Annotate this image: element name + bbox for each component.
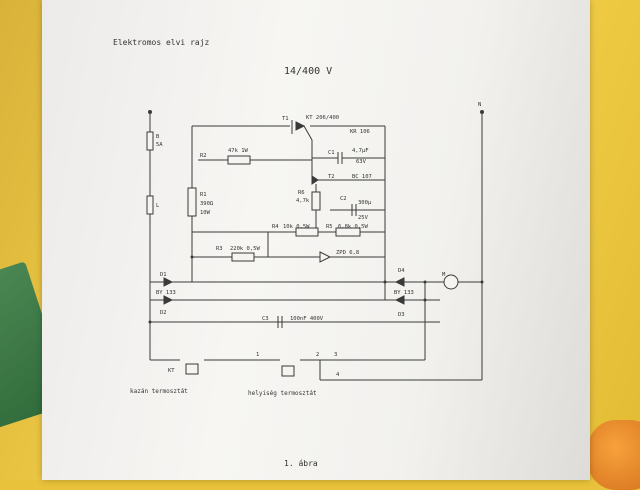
label-term4: 4 <box>336 372 340 378</box>
label-t2-part: BC 107 <box>352 174 372 180</box>
label-r2-val: 47k 1W <box>228 148 249 154</box>
label-r1-val: 390Ω <box>200 201 214 207</box>
label-m: M <box>442 272 446 278</box>
transistor-t2 <box>311 175 319 185</box>
label-d1-part: BY 133 <box>156 290 176 296</box>
label-r2: R2 <box>200 153 207 159</box>
t1-emitter <box>303 125 313 141</box>
junction-dot <box>383 280 387 284</box>
room-thermostat <box>281 365 295 377</box>
label-r3: R3 <box>216 246 223 252</box>
fuse-b <box>146 131 154 151</box>
junction-dot <box>423 280 427 284</box>
figure-caption: 1. ábra <box>284 459 318 468</box>
label-n: N <box>478 102 481 108</box>
junction-dot <box>190 255 194 259</box>
label-d1: D1 <box>160 272 167 278</box>
label-kp-part: KR 106 <box>350 129 370 135</box>
label-b-amp: 5A <box>156 142 163 148</box>
diode-d1 <box>163 277 174 287</box>
label-c3: C3 <box>262 316 269 322</box>
label-t2: T2 <box>328 174 335 180</box>
label-d4-part: BY 133 <box>394 290 414 296</box>
label-r6-val: 4,7k <box>296 198 310 204</box>
junction-dot <box>480 280 484 284</box>
label-r4-val: 10k 0,5W <box>283 224 310 230</box>
diode-d2 <box>163 295 174 305</box>
label-r6: R6 <box>298 190 305 196</box>
resistor-r3 <box>231 252 255 262</box>
label-t1: T1 <box>282 116 289 122</box>
label-term1: 1 <box>256 352 259 358</box>
document-heading: Elektromos elvi rajz <box>113 38 210 47</box>
label-r5: R5 <box>326 224 333 230</box>
label-c1-val: 4,7µF <box>352 148 369 154</box>
resistor-r1 <box>187 187 197 217</box>
label-c2-v: 25V <box>358 215 369 221</box>
label-d4: D4 <box>398 268 405 274</box>
terminal-dot <box>480 110 484 114</box>
label-t1-part: KT 206/400 <box>306 115 339 121</box>
label-term3: 3 <box>334 352 337 358</box>
thermostat-left-label: kazán termosztát <box>130 388 188 395</box>
label-kt: KT <box>168 368 175 374</box>
diode-d3 <box>394 295 405 305</box>
label-c1-v: 63V <box>356 159 367 165</box>
inductor-l <box>146 195 154 215</box>
boiler-thermostat <box>185 363 199 375</box>
diode-d4 <box>394 277 405 287</box>
junction-dot <box>148 320 152 324</box>
label-r1-w: 10W <box>200 210 211 216</box>
label-term2: 2 <box>316 352 319 358</box>
circuit-diagram: T1 KT 206/400 KR 106 R2 47k 1W C1 4,7µF … <box>146 102 484 381</box>
label-d3: D3 <box>398 312 405 318</box>
label-r4: R4 <box>272 224 279 230</box>
thermostat-right-label: helyiség termosztát <box>248 390 317 397</box>
transistor-t1 <box>295 121 306 131</box>
label-d2: D2 <box>160 310 167 316</box>
voltage-label: 14/400 V <box>284 66 333 77</box>
label-zener: ZPD 6,8 <box>336 250 359 256</box>
label-l: L <box>156 203 160 209</box>
zener-diode <box>319 251 332 263</box>
resistor-r6 <box>311 191 321 211</box>
terminal-dot <box>148 110 152 114</box>
orange-object <box>588 420 640 490</box>
label-c2-val: 300µ <box>358 200 372 206</box>
label-r5-val: 6,8k 0,5W <box>338 224 368 230</box>
junction-dot <box>423 298 427 302</box>
label-r1: R1 <box>200 192 207 198</box>
resistor-r2 <box>227 155 251 165</box>
motor-symbol <box>443 274 459 290</box>
label-c2: C2 <box>340 196 347 202</box>
paper-sheet <box>42 0 590 480</box>
label-b: B <box>156 134 160 140</box>
label-c1: C1 <box>328 150 335 156</box>
label-c3-val: 100nF 400V <box>290 316 324 322</box>
label-r3-val: 220k 0,5W <box>230 246 260 252</box>
